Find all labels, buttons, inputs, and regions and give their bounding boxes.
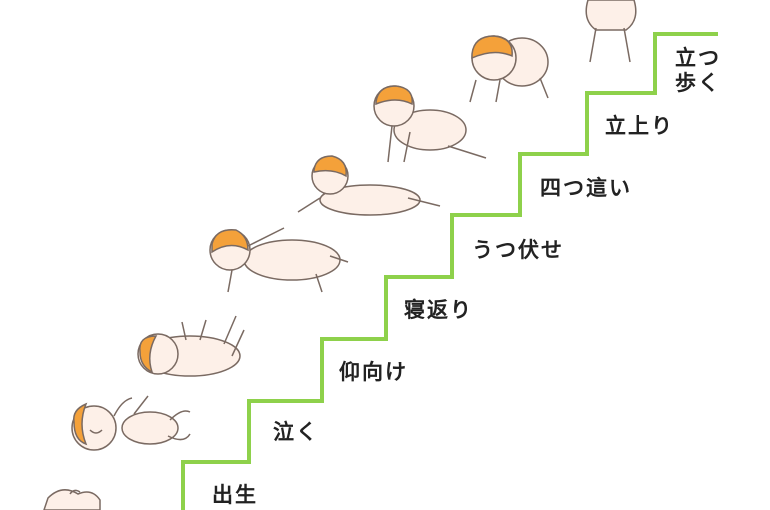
- baby-crying-illustration: [71, 395, 191, 451]
- step-label-on-back: 仰向け: [339, 360, 408, 384]
- step-label-tummy: うつ伏せ: [472, 238, 564, 262]
- baby-walking-illustration: [585, 0, 637, 63]
- step-label-standing-up: 立上り: [605, 114, 674, 138]
- baby-newborn-illustration: [43, 489, 101, 510]
- baby-standing-up-illustration: [469, 35, 549, 103]
- step-label-birth: 出生: [212, 483, 258, 507]
- step-label-crawling: 四つ這い: [540, 176, 632, 200]
- baby-rolling-over-illustration: [209, 227, 349, 293]
- step-label-rolling-over: 寝返り: [404, 298, 473, 322]
- step-label-crying: 泣く: [273, 420, 319, 444]
- baby-tummy-illustration: [297, 155, 441, 216]
- baby-on-back-illustration: [137, 315, 245, 377]
- staircase-line: [181, 32, 718, 510]
- baby-crawling-illustration: [373, 85, 487, 163]
- step-label-stand-walk: 立つ 歩く: [675, 46, 721, 96]
